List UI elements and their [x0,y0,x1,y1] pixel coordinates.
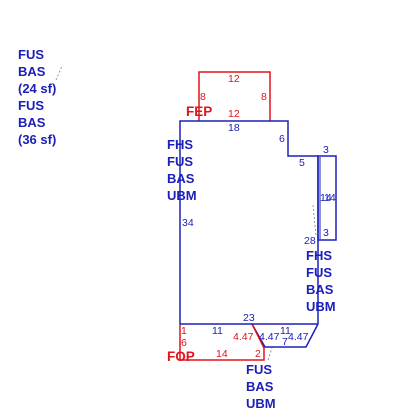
lower-extension-dimensions: 4.47 11 4.47 7 [259,325,309,348]
dimension-label: 23 [243,312,255,324]
fep-dimensions: 12 8 8 12 [200,73,267,120]
dimension-label: 4.47 [233,331,254,343]
dimension-label: 11 [212,325,223,337]
dimension-label: 5 [299,157,305,169]
dimension-label: 14 [320,192,332,204]
area-code: BAS [167,171,195,186]
dimension-label: 6 [181,337,187,349]
dimension-label: 12 [228,108,240,120]
fop-label: FOP [167,349,195,364]
legend-codes: FUS BAS (24 sf) FUS BAS (36 sf) [18,47,56,147]
fop-dimensions: 1 6 14 2 4.47 [181,325,261,360]
dimension-label: 11 [280,325,291,337]
legend-code: FUS [18,47,44,62]
legend-code: (36 sf) [18,132,56,147]
dimension-label: 4.47 [288,331,309,343]
area-code: FUS [167,154,193,169]
area-codes-bottom: FUS BAS UBM [246,362,276,411]
dimension-label: 14 [324,192,336,204]
area-codes-upper-left: FHS FUS BAS UBM [167,137,197,203]
legend-leader-line [55,65,63,81]
legend-code: FUS [18,98,44,113]
fep-label: FEP [186,104,212,119]
dimension-label: 8 [200,91,206,103]
right-leader-line [312,204,317,237]
main-building-outline [179,120,319,324]
area-code: UBM [246,396,276,411]
legend-code: (24 sf) [18,81,56,96]
dimension-label: 34 [182,217,194,229]
area-code: UBM [167,188,197,203]
dimension-label: 2 [255,348,261,360]
area-code: FHS [167,137,193,152]
dimension-label: 1 [181,325,187,337]
area-code: FHS [306,248,332,263]
area-code: UBM [306,299,336,314]
legend-code: BAS [18,115,46,130]
dimension-label: 18 [228,122,240,134]
dimension-label: 8 [261,91,267,103]
dimension-label: 28 [304,235,316,247]
fop-outline [179,323,265,361]
legend-code: BAS [18,64,46,79]
main-dimensions: 18 6 5 3 14 14 3 28 34 23 [182,122,336,324]
fep-outline [198,71,271,121]
area-codes-right: FHS FUS BAS UBM [306,248,336,314]
dimension-label: 14 [216,348,228,360]
dimension-label: 3 [323,227,329,239]
area-code: FUS [246,362,272,377]
dimension-label: 6 [279,133,285,145]
area-code: FUS [306,265,332,280]
dimension-label: 3 [323,144,329,156]
right-bump-outline [317,155,337,241]
dimension-label: 12 [228,73,240,85]
dimension-label: 7 [282,336,288,348]
area-code: BAS [246,379,274,394]
bottom-leader-line [267,347,273,361]
dimension-label: 4.47 [259,331,280,343]
area-code: BAS [306,282,334,297]
